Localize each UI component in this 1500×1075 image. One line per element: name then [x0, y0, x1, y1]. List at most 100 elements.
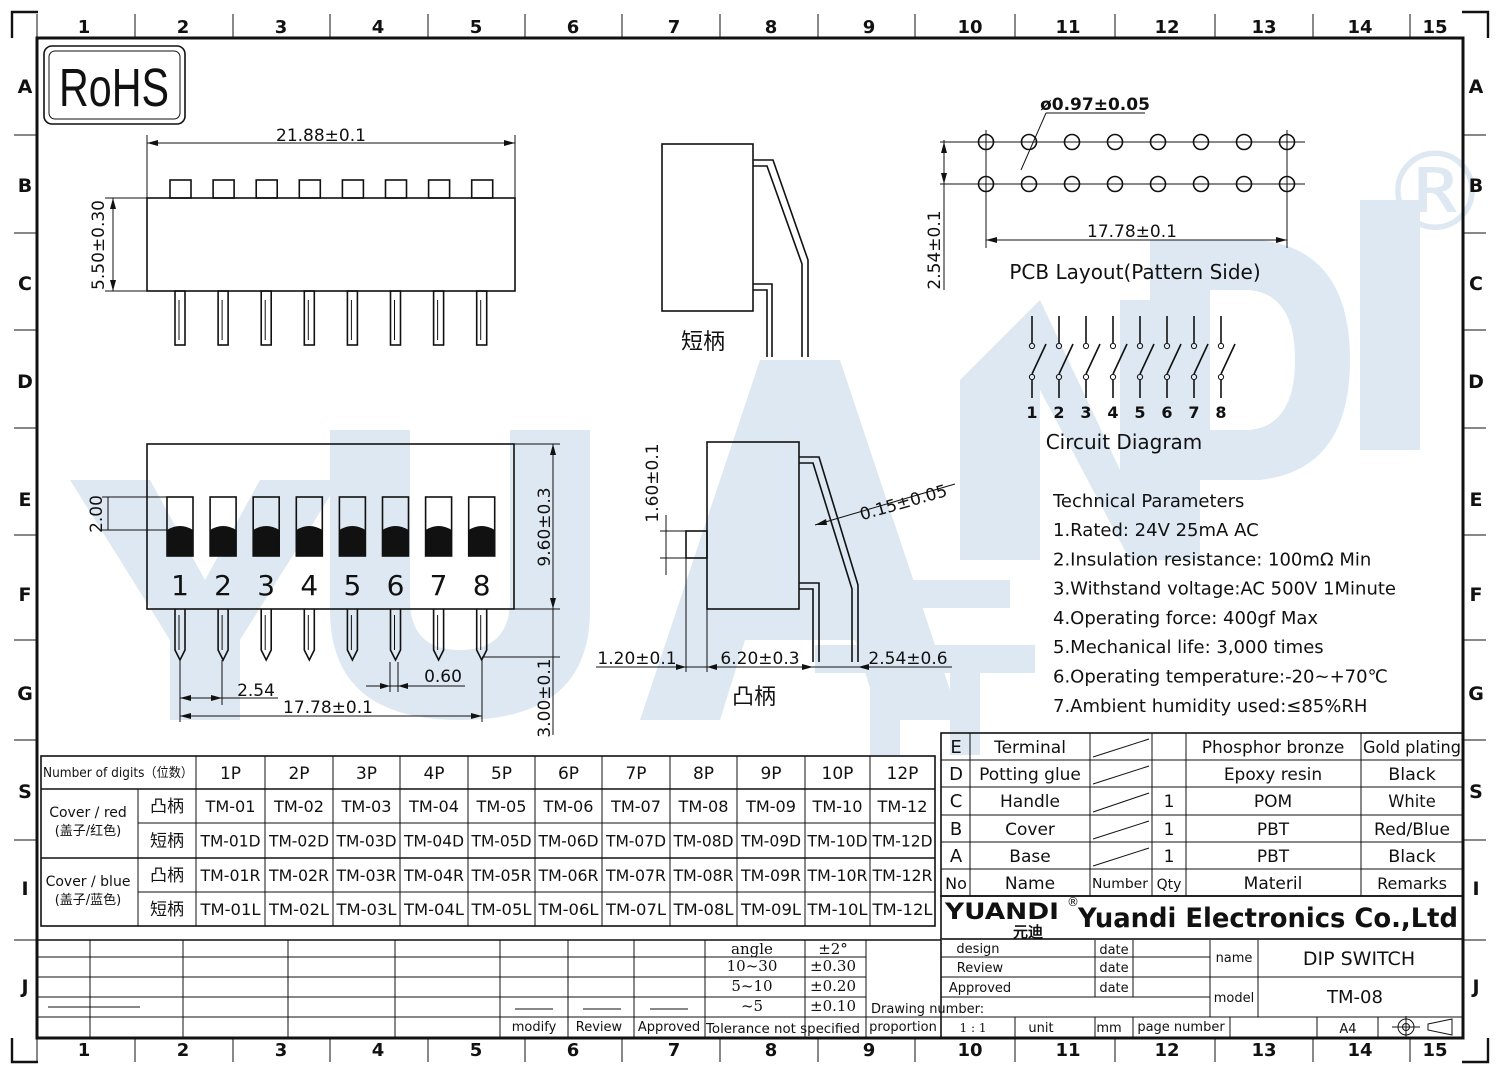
digit-header: 6P — [558, 764, 579, 784]
pin — [346, 290, 359, 346]
column-label-bottom: 1 — [78, 1040, 91, 1061]
switch-number: 3 — [257, 569, 275, 602]
date-label: date — [1099, 961, 1128, 976]
part-code: TM-02D — [268, 832, 329, 851]
tech-item: 5.Mechanical life: 3,000 times — [1053, 637, 1324, 658]
tolerance-range: 5~10 — [731, 977, 772, 995]
tech-item: 3.Withstand voltage:AC 500V 1Minute — [1053, 579, 1396, 600]
circuit-switch-number: 2 — [1053, 403, 1064, 422]
pcb-hole — [1106, 175, 1124, 193]
bom-header-number: Number — [1092, 877, 1149, 892]
unit-value: mm — [1096, 1021, 1121, 1036]
tolerance-value: ±0.10 — [810, 997, 856, 1015]
watermark-registered-mark: ® — [1380, 128, 1490, 256]
digit-header: 8P — [693, 764, 714, 784]
tolerance-block: angle±2°10~30±0.305~10±0.20~5±0.10modify… — [37, 939, 942, 1038]
zone-labels: 1122334455667788991010111112121313141415… — [17, 17, 1484, 1061]
switch-cap — [470, 179, 494, 199]
part-code: TM-04L — [403, 900, 464, 919]
row-label-right: G — [1468, 683, 1484, 705]
row-label-left: G — [17, 683, 33, 705]
part-code: TM-10D — [807, 832, 868, 851]
front-pin — [389, 609, 402, 662]
column-label-top: 2 — [177, 17, 190, 38]
short-handle-side-view: 短柄 — [661, 143, 809, 357]
product-name: DIP SWITCH — [1303, 948, 1415, 970]
row-label-left: J — [19, 976, 28, 998]
column-label-bottom: 4 — [372, 1040, 385, 1061]
cover-label-cn: (盖子/红色) — [55, 823, 122, 839]
model-label: model — [1214, 991, 1254, 1006]
tech-item: 1.Rated: 24V 25mA AC — [1053, 520, 1259, 541]
tolerance-range: ~5 — [741, 997, 763, 1015]
switch-cap — [169, 179, 192, 199]
tech-title: Technical Parameters — [1052, 491, 1244, 512]
bom-header-material: Materil — [1244, 874, 1303, 894]
bom-material: PBT — [1257, 820, 1290, 840]
revision-modify: modify — [512, 1020, 557, 1035]
row-label-right: A — [1469, 76, 1484, 98]
scale-value: 1 : 1 — [960, 1021, 987, 1035]
dim-top-width: 21.88±0.1 — [276, 126, 366, 146]
column-label-top: 5 — [470, 17, 483, 38]
part-code: TM-08L — [672, 900, 733, 919]
tolerance-range: angle — [731, 940, 773, 958]
switch-number: 7 — [430, 569, 448, 602]
pcb-row-pitch: 2.54±0.1 — [925, 210, 945, 289]
switch-actuator — [468, 526, 495, 556]
front-pin — [346, 609, 359, 662]
row-label-right: J — [1470, 976, 1479, 998]
digit-header: 3P — [356, 764, 377, 784]
pcb-layout: 17.78±0.1 2.54±0.1 ø0.97±0.05 PCB Layout… — [925, 95, 1305, 290]
front-pin — [303, 609, 316, 662]
circuit-title: Circuit Diagram — [1046, 430, 1203, 454]
front-pin — [260, 609, 272, 662]
short-handle-label: 短柄 — [681, 330, 725, 355]
pin — [174, 290, 186, 346]
part-code: TM-07L — [605, 900, 666, 919]
column-label-top: 4 — [372, 17, 385, 38]
switch-number: 1 — [171, 569, 189, 602]
switch-cap — [255, 179, 279, 199]
row-label-left: S — [18, 781, 32, 803]
raised-handle-label: 凸柄 — [732, 685, 776, 710]
dim-top-height: 5.50±0.30 — [89, 200, 109, 290]
dim-pin-length: 3.00±0.1 — [535, 658, 555, 737]
page-number-label: page number — [1137, 1020, 1225, 1035]
part-code: TM-12R — [872, 866, 933, 885]
pcb-hole — [1149, 133, 1167, 151]
part-code: TM-02L — [268, 900, 329, 919]
bom-qty: 1 — [1164, 820, 1175, 840]
cover-label-cn: (盖子/蓝色) — [55, 892, 122, 908]
tolerance-range: 10~30 — [727, 957, 778, 975]
pcb-hole — [1192, 133, 1210, 151]
pin — [303, 290, 316, 346]
cover-label: Cover / red — [49, 805, 127, 821]
circuit-switch-number: 5 — [1134, 403, 1145, 422]
part-code: TM-02 — [273, 797, 324, 816]
switch-actuator — [339, 526, 366, 556]
dim-lead: 2.54±0.6 — [868, 649, 947, 669]
column-label-top: 15 — [1422, 17, 1447, 38]
switch-actuator — [382, 526, 409, 556]
switch-actuator — [253, 526, 280, 556]
bom-material: Epoxy resin — [1224, 765, 1322, 785]
switch-actuator — [296, 526, 323, 556]
row-label-left: I — [21, 878, 28, 900]
part-code: TM-08 — [677, 797, 728, 816]
approved-label: Approved — [949, 981, 1011, 996]
unit-label: unit — [1028, 1021, 1053, 1036]
column-label-bottom: 6 — [567, 1040, 580, 1061]
switch-actuator — [425, 526, 452, 556]
part-code: TM-03R — [336, 866, 397, 885]
part-code: TM-07R — [605, 866, 666, 885]
part-code: TM-09 — [745, 797, 796, 816]
paper-size: A4 — [1339, 1022, 1356, 1037]
row-label-left: F — [19, 584, 32, 606]
part-code: TM-12 — [876, 797, 927, 816]
pin — [432, 290, 445, 346]
digit-header: 9P — [760, 764, 781, 784]
